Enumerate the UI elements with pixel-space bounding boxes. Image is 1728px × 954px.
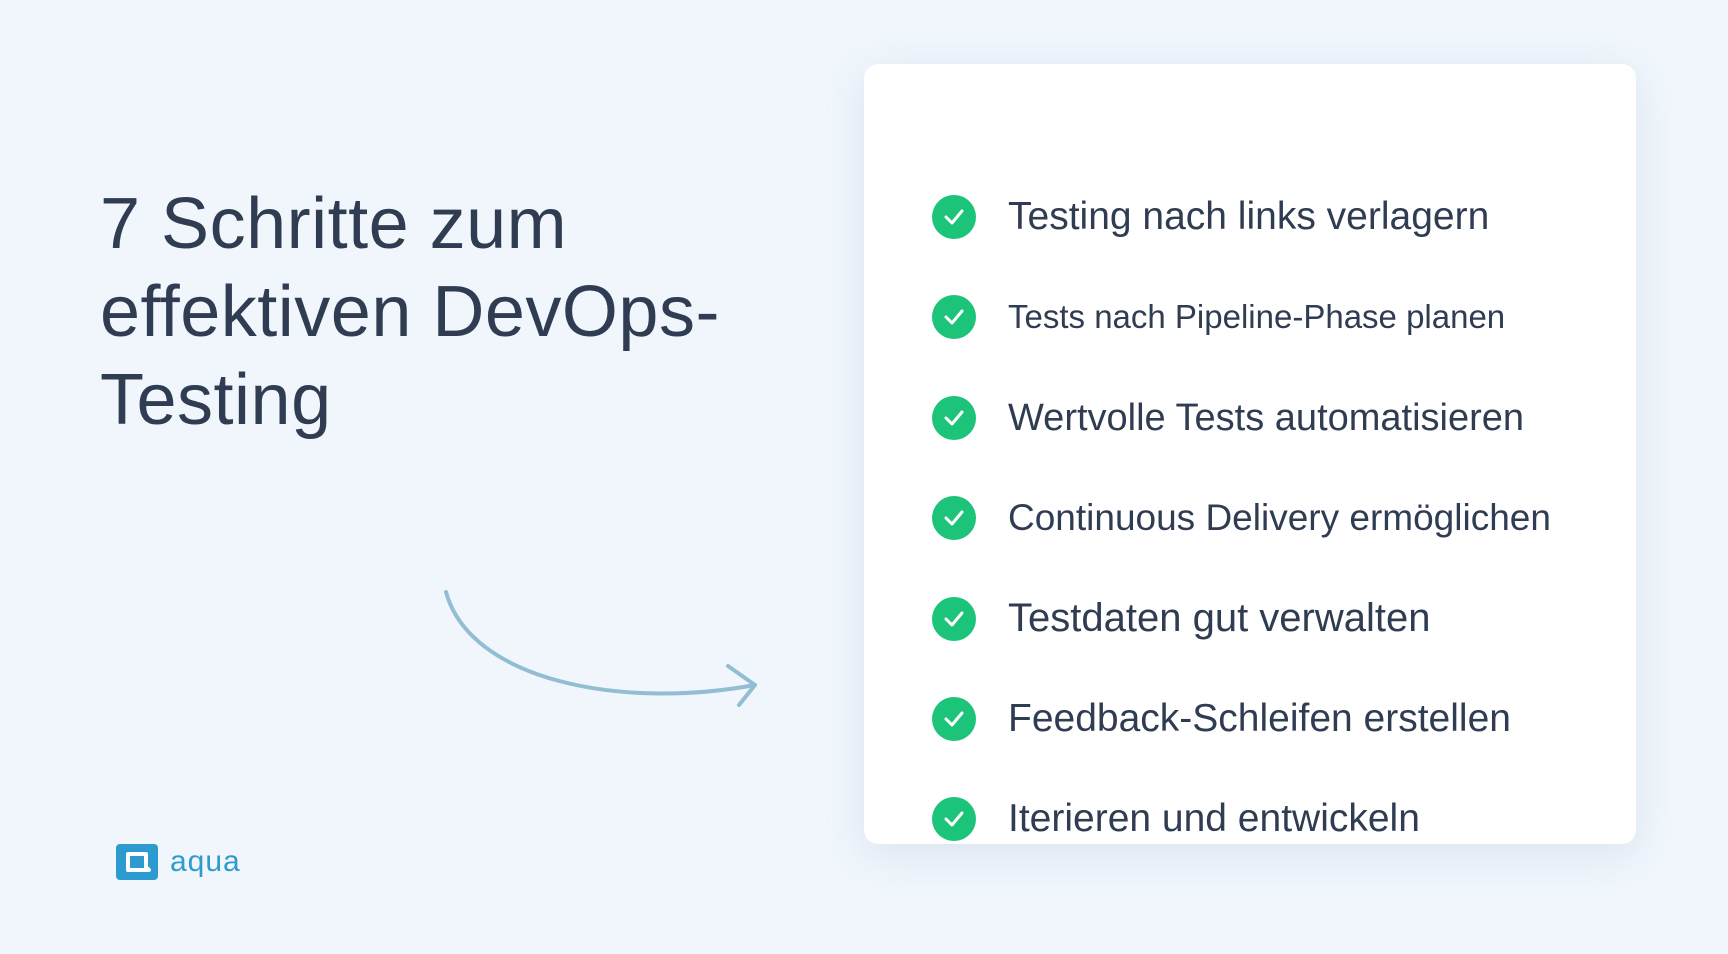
step-item: Testdaten gut verwalten xyxy=(932,596,1430,641)
check-circle-icon xyxy=(932,496,976,540)
step-item: Testing nach links verlagern xyxy=(932,195,1489,239)
step-label: Feedback-Schleifen erstellen xyxy=(1008,697,1511,740)
check-circle-icon xyxy=(932,797,976,841)
step-item: Tests nach Pipeline-Phase planen xyxy=(932,295,1505,339)
check-circle-icon xyxy=(932,596,976,641)
step-item: Wertvolle Tests automatisieren xyxy=(932,396,1524,440)
check-circle-icon xyxy=(932,396,976,440)
logo-text: aqua xyxy=(170,845,241,878)
step-label: Wertvolle Tests automatisieren xyxy=(1008,396,1525,439)
check-circle-icon xyxy=(932,697,976,741)
step-label: Tests nach Pipeline-Phase planen xyxy=(1008,298,1506,335)
page-title: 7 Schritte zum effektiven DevOps- Testin… xyxy=(100,180,720,444)
step-item: Continuous Delivery ermöglichen xyxy=(932,496,1551,540)
title-line: Testing xyxy=(100,360,332,440)
check-circle-icon xyxy=(932,195,976,239)
step-label: Continuous Delivery ermöglichen xyxy=(1008,497,1551,538)
aqua-logo: aqua xyxy=(116,844,241,880)
aqua-logo-mark-icon xyxy=(116,844,158,880)
title-line: effektiven DevOps- xyxy=(100,272,720,352)
step-item: Iterieren und entwickeln xyxy=(932,797,1420,841)
title-line: 7 Schritte zum xyxy=(100,184,568,264)
check-circle-icon xyxy=(932,295,976,339)
step-label: Testdaten gut verwalten xyxy=(1008,596,1431,640)
step-label: Iterieren und entwickeln xyxy=(1008,797,1420,840)
step-label: Testing nach links verlagern xyxy=(1008,195,1490,238)
step-item: Feedback-Schleifen erstellen xyxy=(932,697,1511,741)
